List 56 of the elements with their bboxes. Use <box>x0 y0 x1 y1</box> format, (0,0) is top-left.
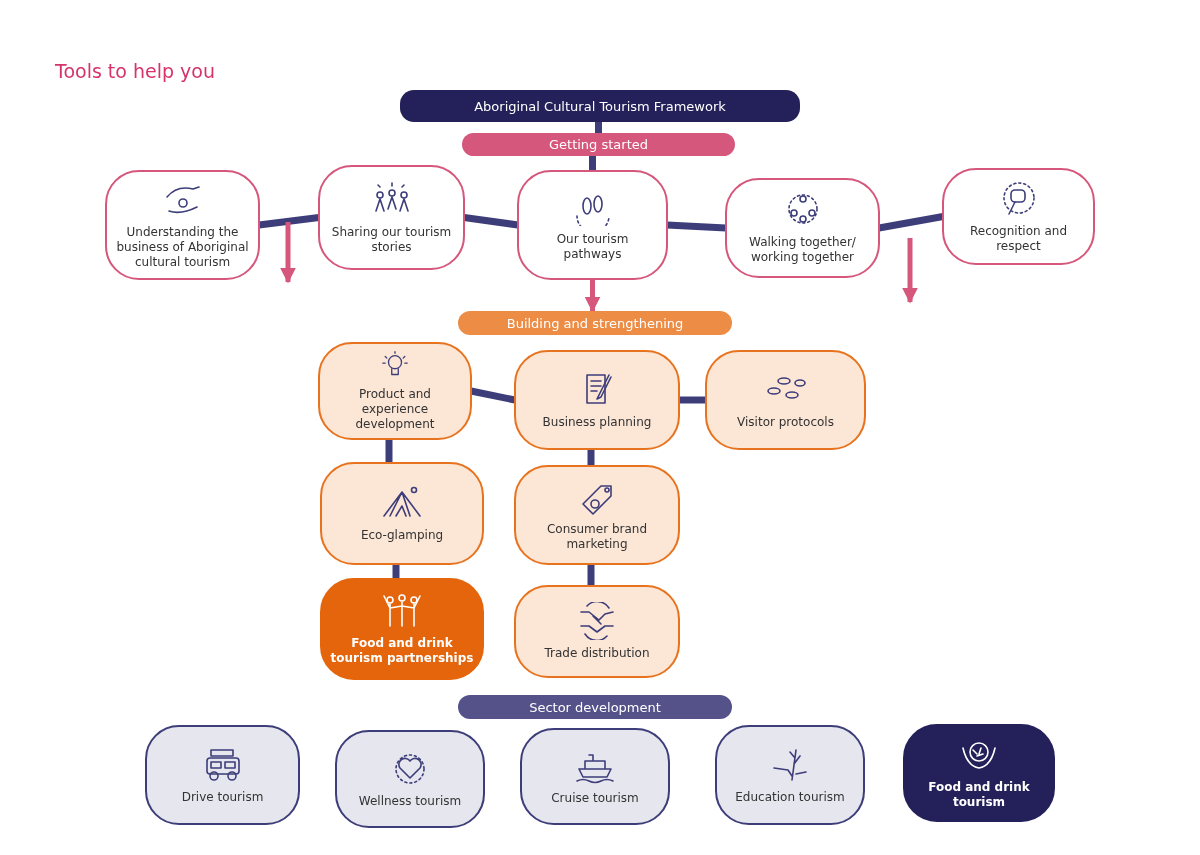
connector-line <box>587 565 595 585</box>
tool-name: Product and experience development <box>354 387 436 432</box>
tool-card <box>942 168 1095 265</box>
section-banner <box>458 311 732 335</box>
tool-name: Consumer brand marketing <box>545 522 649 552</box>
highlighted-tool-card <box>320 578 484 680</box>
tool-card <box>335 730 485 828</box>
tool-name: Recognition and respect <box>968 223 1069 254</box>
tool-name: Our tourism pathways <box>555 232 630 262</box>
tool-name: Business planning <box>542 414 652 430</box>
tool-name: Walking together/ working together <box>748 235 857 265</box>
tool-name: Visitor protocols <box>737 414 834 430</box>
connector-line <box>679 396 706 404</box>
connector-line <box>258 214 320 229</box>
tool-name: Drive tourism <box>181 789 264 805</box>
tool-card <box>318 342 472 440</box>
connector-line <box>878 213 944 232</box>
title-bar <box>400 90 800 122</box>
tool-name: Sharing our tourism stories <box>330 224 453 255</box>
tool-name: Understanding the business of Aboriginal cultural tourism <box>115 224 250 270</box>
highlighted-tool-card <box>903 724 1055 822</box>
section-heading: Building and strengthening <box>506 315 684 331</box>
tool-name: Trade distribution <box>544 646 650 661</box>
tool-name: Education tourism <box>735 789 845 805</box>
section-heading: Aboriginal Cultural Tourism Framework <box>474 98 726 114</box>
connector-line <box>595 122 602 133</box>
section-heading: Sector development <box>529 699 661 715</box>
tool-name: Eco-glamping <box>360 528 444 543</box>
connector-line <box>463 214 519 229</box>
tool-card <box>514 585 680 678</box>
section-heading: Getting started <box>549 137 648 152</box>
tool-name: Food and drink tourism <box>927 780 1031 810</box>
connector-line <box>470 387 516 404</box>
tool-card <box>520 728 670 825</box>
tool-name: Food and drink tourism partnerships <box>330 636 474 666</box>
connector-line <box>385 440 393 462</box>
tool-card <box>725 178 880 278</box>
arrow <box>584 280 601 313</box>
connector-line <box>589 156 596 170</box>
connector-line <box>587 450 595 465</box>
section-banner <box>462 133 735 156</box>
tool-card <box>517 170 668 280</box>
tool-card <box>145 725 300 825</box>
section-banner <box>458 695 732 719</box>
connector-line <box>666 221 727 232</box>
tool-card <box>105 170 260 280</box>
tool-card <box>514 350 680 450</box>
tool-card <box>705 350 866 450</box>
tool-name: Cruise tourism <box>551 791 639 806</box>
tool-card <box>320 462 484 565</box>
tool-card <box>514 465 680 565</box>
tool-name: Wellness tourism <box>358 793 462 809</box>
tool-card <box>318 165 465 270</box>
tool-card <box>715 725 865 825</box>
connector-line <box>392 565 400 578</box>
page-title: Tools to help you <box>55 60 215 82</box>
